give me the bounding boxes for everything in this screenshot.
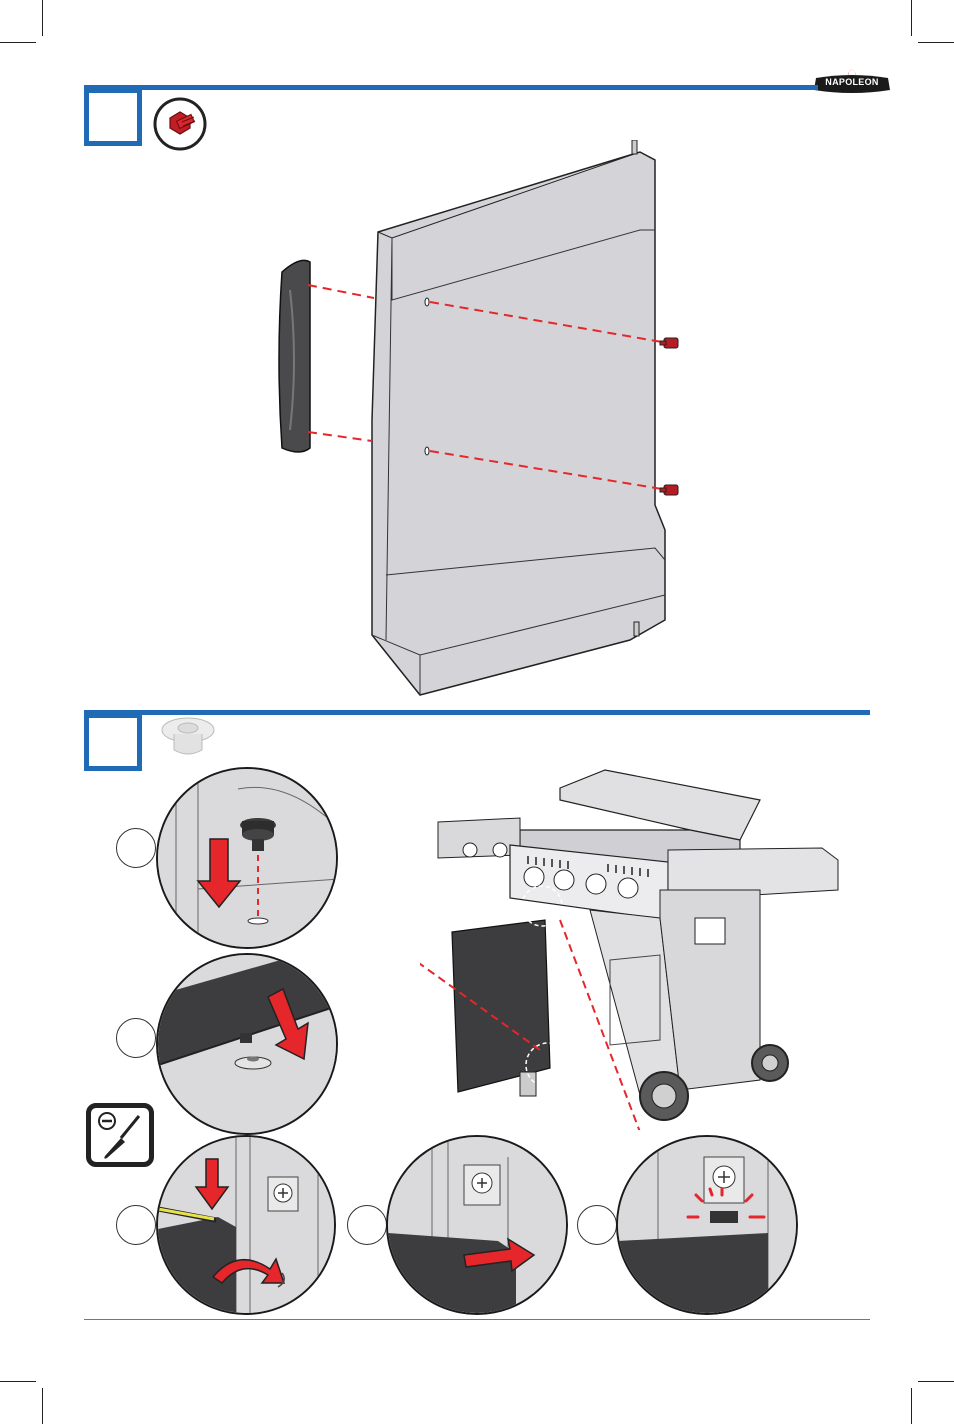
detail-circle-screwdriver-release	[156, 1135, 336, 1315]
tool-box	[86, 1103, 154, 1167]
brand-name: NAPOLEON	[825, 77, 879, 87]
substep-badge	[116, 828, 156, 868]
crop-mark	[911, 0, 912, 36]
bolt-part	[659, 337, 679, 349]
door-handle-illustration	[270, 140, 710, 700]
substep-badge	[116, 1018, 156, 1058]
crop-mark	[918, 42, 954, 43]
crop-mark	[0, 42, 36, 43]
step-1-number-box	[84, 88, 142, 146]
red-bolt-icon	[152, 96, 208, 152]
napoleon-logo: NAPOLEON	[812, 68, 892, 98]
detail-circle-grommet-insert	[156, 767, 338, 949]
substep-badge	[577, 1205, 617, 1245]
flat-screwdriver-icon	[95, 1110, 149, 1164]
step-1-bar	[84, 85, 818, 90]
substep-badge	[116, 1205, 156, 1245]
crop-mark	[0, 1381, 36, 1382]
footer-rule	[84, 1319, 870, 1320]
crop-mark	[42, 1388, 43, 1424]
detail-circle-door-lowered	[156, 953, 338, 1135]
crop-mark	[42, 0, 43, 36]
step-2-bar	[84, 710, 870, 715]
grill-overview-illustration	[420, 760, 840, 1130]
substep-badge	[347, 1205, 387, 1245]
step-2-number-box	[84, 713, 142, 771]
detail-circle-door-locked	[616, 1135, 798, 1315]
crop-mark	[911, 1388, 912, 1424]
crop-mark	[918, 1381, 954, 1382]
detail-circle-door-slide	[386, 1135, 568, 1315]
grey-grommet-icon	[160, 714, 216, 764]
